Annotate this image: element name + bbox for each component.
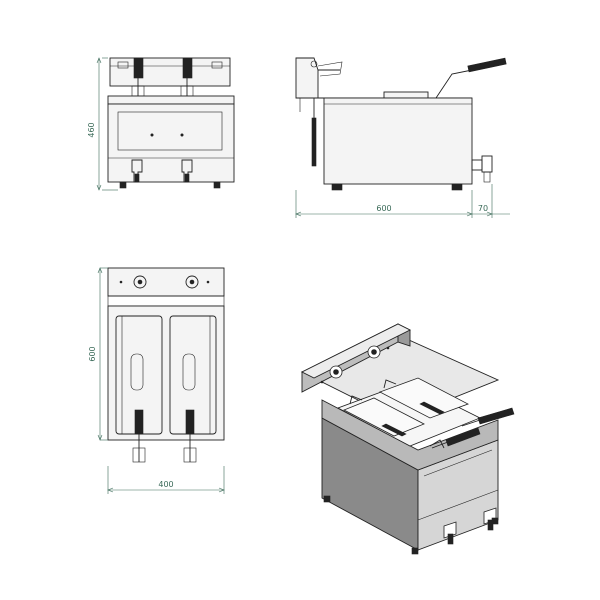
side-view: 600 70 <box>295 57 510 218</box>
top-basket-lift-left <box>132 409 146 463</box>
front-basket-lift-left <box>131 57 145 97</box>
iso-basket-left <box>343 397 445 449</box>
side-basket-handle <box>435 57 507 99</box>
iso-basket-right <box>379 377 469 419</box>
front-drain-tap-left <box>131 159 143 183</box>
isometric-view <box>300 323 515 555</box>
iso-knob-left <box>329 365 343 379</box>
top-view: 600 400 <box>88 267 225 494</box>
dim-label-side-600: 600 <box>376 204 391 213</box>
dim-label-top-600: 600 <box>88 346 97 361</box>
iso-knob-right <box>367 345 381 359</box>
dimension-front-height: 460 <box>87 57 118 191</box>
dim-label-400: 400 <box>158 480 173 489</box>
iso-handle-left <box>431 427 481 449</box>
dimension-top-width: 400 <box>107 466 225 494</box>
front-drain-tap-right <box>181 159 193 183</box>
dimension-top-depth: 600 <box>88 267 108 441</box>
iso-drain-tap-left <box>443 521 457 545</box>
dimension-side-handle: 70 <box>472 184 510 218</box>
side-heating-element <box>311 98 317 167</box>
dim-label-70: 70 <box>478 204 488 213</box>
side-drain-tap <box>471 155 493 183</box>
iso-handle-right <box>461 407 515 427</box>
front-basket-lift-right <box>180 57 194 97</box>
top-knob-left <box>133 275 147 289</box>
top-knob-right <box>185 275 199 289</box>
front-view: 460 <box>87 57 235 191</box>
dimension-side-depth: 600 <box>295 190 473 218</box>
dim-label-460: 460 <box>87 122 96 137</box>
top-basket-lift-right <box>183 409 197 463</box>
